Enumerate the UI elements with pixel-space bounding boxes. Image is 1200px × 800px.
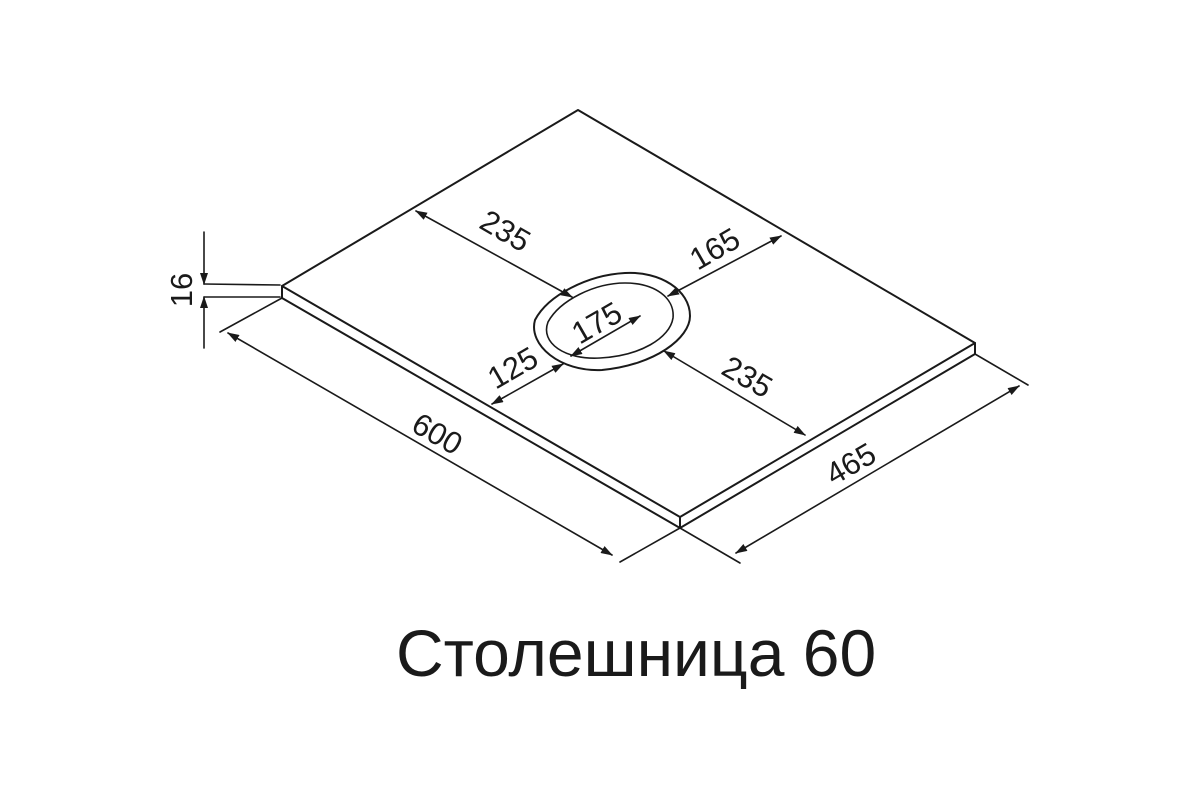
dim-line-right-offset [667, 235, 782, 297]
drawing-title: Столешница 60 [396, 616, 876, 690]
extension-line-depth-right [974, 353, 1029, 386]
dim-label-cutout-length: 175 [566, 295, 628, 351]
dim-line-left-offset [415, 210, 573, 298]
extension-line-width-left [219, 297, 283, 333]
dim-label-width: 600 [406, 406, 468, 462]
extension-line-width-right [619, 527, 681, 563]
dim-label-cutout-width: 125 [482, 340, 544, 396]
dim-label-depth: 465 [820, 436, 882, 492]
dim-label-thickness: 16 [164, 273, 199, 307]
extension-line-thickness-top [203, 283, 281, 286]
dim-label-front-offset: 235 [716, 349, 778, 405]
dim-line-width [227, 332, 613, 556]
dim-label-left-offset: 235 [474, 203, 536, 259]
dim-label-right-offset: 165 [684, 221, 746, 277]
extension-line-depth-left [679, 527, 741, 564]
dim-line-depth [735, 385, 1020, 554]
dimension-lines [200, 210, 1029, 564]
dimension-labels: 235 165 235 175 125 600 465 16 [164, 203, 882, 492]
